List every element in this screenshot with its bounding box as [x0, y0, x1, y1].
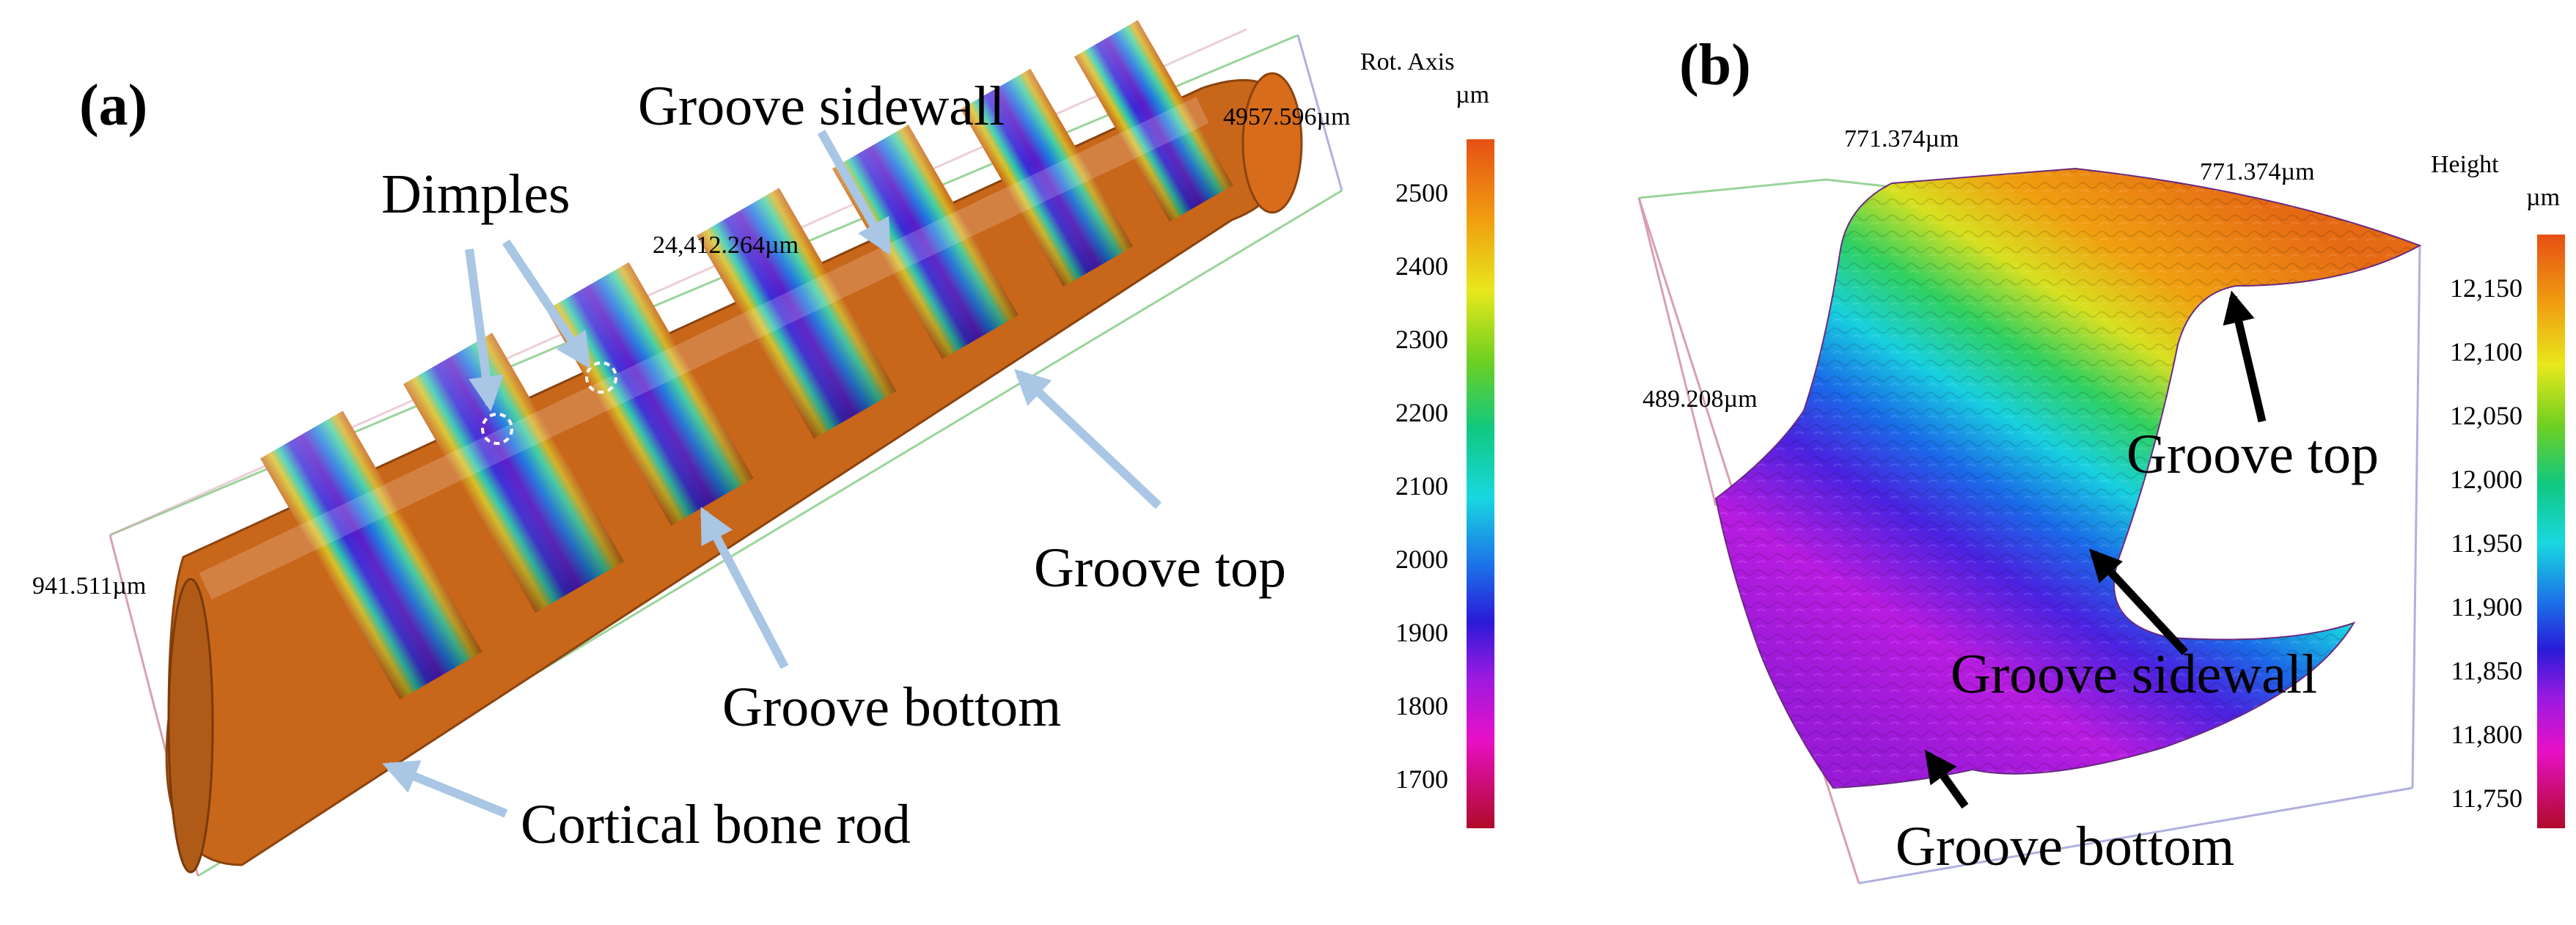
colorbar-ticks-b: 12,150 12,100 12,050 12,000 11,950 11,900 11,8…	[2450, 273, 2522, 813]
colorbar-tick-label-b: 12,100	[2450, 337, 2522, 366]
panel-b: (b) Groove top Groove sidewall Groove bo…	[1637, 33, 2565, 885]
callout-arrows-a	[382, 130, 1162, 818]
colorbar-title-b: Height	[2431, 151, 2499, 178]
panel-label-b: (b)	[1679, 33, 1751, 97]
colorbar-tick-label-a: 2000	[1395, 545, 1448, 574]
dimension-end-right-a: 4957.596µm	[1223, 103, 1351, 130]
label-groove-bottom-b: Groove bottom	[1896, 816, 2234, 877]
label-dimples: Dimples	[381, 163, 570, 225]
label-groove-top-a: Groove top	[1034, 537, 1286, 599]
colorbar-ticks-a: 2500 2400 2300 2200 2100 2000 1900 1800 1700	[1395, 178, 1448, 794]
colorbar-tick-label-b: 11,750	[2451, 784, 2522, 813]
dimension-end-left-a: 941.511µm	[32, 572, 146, 600]
colorbar-tick-label-a: 1700	[1395, 764, 1448, 794]
colorbar-tick-label-a: 2300	[1395, 325, 1448, 354]
colorbar-gradient-b	[2537, 235, 2565, 828]
dimension-top-left-b: 771.374µm	[1844, 125, 1959, 152]
colorbar-tick-label-b: 11,800	[2451, 720, 2522, 749]
label-groove-bottom-a: Groove bottom	[722, 677, 1061, 738]
panel-label-a: (a)	[79, 73, 147, 138]
colorbar-tick-label-b: 12,150	[2450, 273, 2522, 303]
colorbar-a: Rot. Axis µm 2500 2400 2300 2200 2100 2000 190…	[1360, 48, 1494, 828]
surface-b	[1714, 167, 2422, 789]
colorbar-unit-b: µm	[2526, 184, 2560, 211]
colorbar-title-a: Rot. Axis	[1360, 48, 1454, 75]
colorbar-gradient-a	[1467, 139, 1494, 828]
colorbar-tick-label-a: 2400	[1395, 251, 1448, 281]
label-groove-sidewall-b: Groove sidewall	[1951, 644, 2317, 705]
colorbar-tick-label-b: 12,000	[2450, 465, 2522, 494]
colorbar-tick-label-b: 11,900	[2451, 592, 2522, 622]
colorbar-unit-a: µm	[1456, 81, 1489, 108]
colorbar-tick-label-a: 2500	[1395, 178, 1448, 207]
panel-a: (a) Dimples Groove sidewall Groove top G…	[32, 20, 1494, 877]
cortical-bone-rod	[165, 20, 1303, 874]
label-groove-sidewall-a: Groove sidewall	[638, 75, 1005, 137]
dimension-top-right-b: 771.374µm	[2200, 158, 2315, 185]
label-cortical-bone-rod: Cortical bone rod	[521, 794, 911, 855]
colorbar-tick-label-b: 12,050	[2450, 401, 2522, 430]
dimension-length-a: 24,412.264µm	[653, 232, 799, 259]
dimple-marker	[481, 413, 513, 445]
colorbar-tick-label-a: 2200	[1395, 398, 1448, 427]
callout-arrows-b	[1924, 290, 2267, 809]
colorbar-b: Height µm 12,150 12,100 12,050 12,000 11,950…	[2431, 151, 2565, 828]
colorbar-tick-label-a: 1900	[1395, 618, 1448, 647]
colorbar-tick-label-b: 11,850	[2451, 656, 2522, 685]
label-groove-top-b: Groove top	[2127, 424, 2379, 485]
grooves	[260, 20, 1233, 700]
colorbar-tick-label-a: 2100	[1395, 471, 1448, 501]
colorbar-tick-label-a: 1800	[1395, 691, 1448, 721]
dimension-side-b: 489.208µm	[1643, 386, 1758, 413]
colorbar-tick-label-b: 11,950	[2451, 528, 2522, 558]
dimple-marker	[585, 361, 617, 394]
